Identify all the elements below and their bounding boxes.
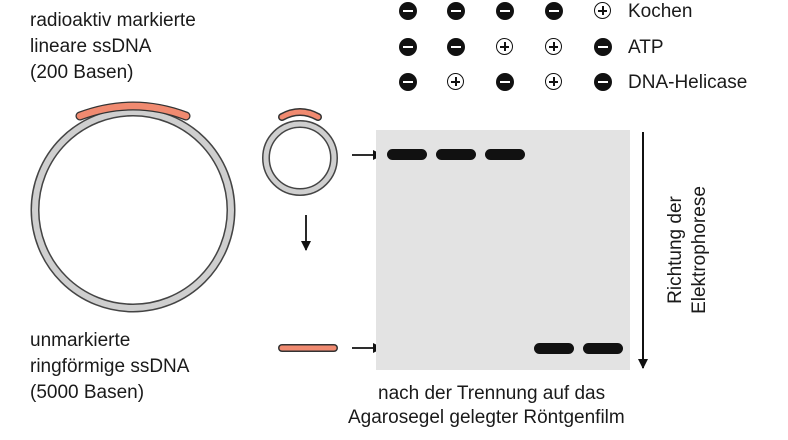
label-linear-ssdna-line2: lineare ssDNA: [30, 36, 152, 57]
minus-icon: [447, 2, 465, 20]
minus-icon: [399, 2, 417, 20]
film-caption-line2: Agarosegel gelegter Röntgenfilm: [348, 407, 625, 428]
label-circular-ssdna-line3: (5000 Basen): [30, 382, 145, 403]
minus-icon: [496, 73, 514, 91]
plus-icon: [496, 38, 513, 55]
condition-label: ATP: [628, 37, 664, 58]
label-linear-ssdna-line3: (200 Basen): [30, 62, 134, 83]
minus-icon: [496, 2, 514, 20]
xray-film: [376, 130, 630, 370]
gel-band: [534, 343, 574, 354]
plus-icon: [447, 73, 464, 90]
electrophoresis-direction-label: Richtung der Elektrophorese: [664, 186, 712, 314]
gel-band: [583, 343, 623, 354]
minus-icon: [594, 73, 612, 91]
gel-band: [485, 149, 525, 160]
small-ssdna-ring: [262, 120, 338, 196]
label-circular-ssdna-line2: ringförmige ssDNA: [30, 356, 190, 377]
condition-label: Kochen: [628, 1, 693, 22]
plus-icon: [594, 2, 611, 19]
gel-band: [436, 149, 476, 160]
minus-icon: [594, 38, 612, 56]
label-linear-ssdna-line1: radioaktiv markierte: [30, 10, 196, 31]
large-ssdna-ring: [30, 107, 236, 313]
condition-label-clip: DNA-Helicase: [628, 70, 752, 95]
plus-icon: [545, 73, 562, 90]
plus-icon: [545, 38, 562, 55]
minus-icon: [399, 73, 417, 91]
minus-icon: [399, 38, 417, 56]
minus-icon: [447, 38, 465, 56]
minus-icon: [545, 2, 563, 20]
direction-line2: Elektrophorese: [689, 186, 710, 314]
label-circular-ssdna-line1: unmarkierte: [30, 330, 131, 351]
gel-band: [387, 149, 427, 160]
direction-line1: Richtung der: [665, 196, 686, 304]
condition-label: DNA-Helicase: [628, 72, 748, 93]
film-caption-line1: nach der Trennung auf das: [378, 383, 606, 404]
